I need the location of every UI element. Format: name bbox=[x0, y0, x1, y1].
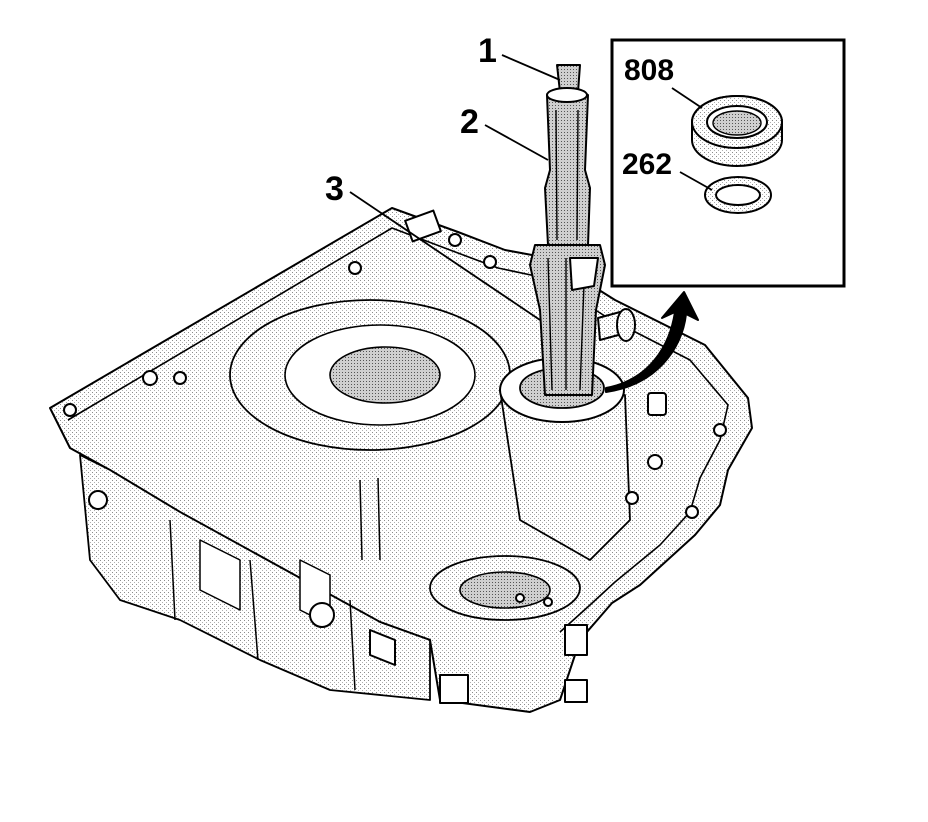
leader-line-262 bbox=[679, 171, 713, 191]
callout-808: 808 bbox=[624, 54, 674, 87]
bearing-808 bbox=[691, 95, 783, 167]
case-rib bbox=[199, 539, 241, 611]
leader-line-1 bbox=[501, 54, 561, 81]
callout-262: 262 bbox=[622, 148, 672, 181]
callout-2: 2 bbox=[460, 103, 479, 141]
bolt-hole bbox=[173, 371, 187, 385]
bolt-hole bbox=[515, 593, 525, 603]
seal-262-inner bbox=[715, 184, 761, 206]
tool-adapter-top bbox=[546, 87, 588, 103]
seal-262 bbox=[704, 176, 772, 214]
bolt-hole bbox=[483, 255, 497, 269]
removal-tool bbox=[529, 64, 699, 396]
case-rib bbox=[249, 559, 259, 661]
case-rib bbox=[377, 477, 381, 561]
leader-line-808 bbox=[671, 87, 703, 109]
leader-lines bbox=[349, 54, 561, 321]
tool-puller-jaw bbox=[569, 257, 599, 291]
tool-adapter bbox=[544, 94, 591, 246]
bolt-hole bbox=[543, 597, 553, 607]
bolt-hole bbox=[348, 261, 362, 275]
case-boss bbox=[309, 602, 335, 628]
tool-adapter-detail bbox=[555, 109, 579, 241]
detail-inset: 808 262 bbox=[610, 38, 846, 288]
case-flange-inner bbox=[67, 227, 729, 633]
bolt-hole bbox=[88, 490, 108, 510]
leader-line-2 bbox=[484, 124, 549, 161]
bolt-hole bbox=[625, 491, 639, 505]
bearing-808-rollers bbox=[712, 110, 762, 136]
case-rib bbox=[349, 599, 356, 691]
callout-1: 1 bbox=[478, 32, 497, 70]
case-boss bbox=[439, 674, 469, 704]
bolt-hole bbox=[647, 454, 663, 470]
case-boss bbox=[564, 679, 588, 703]
case-main-bore-inner bbox=[329, 346, 441, 404]
case-rib bbox=[359, 479, 363, 561]
bolt-hole bbox=[713, 423, 727, 437]
lower-seal-inner bbox=[459, 571, 551, 609]
case-boss bbox=[369, 629, 396, 666]
leader-line-3 bbox=[349, 191, 541, 321]
removal-arrow bbox=[605, 291, 699, 393]
case-boss bbox=[564, 624, 588, 656]
tool-thumb-screw-knob bbox=[616, 308, 636, 342]
callout-3: 3 bbox=[325, 170, 344, 208]
bolt-hole bbox=[63, 403, 77, 417]
case-boss bbox=[647, 392, 667, 416]
bolt-hole bbox=[448, 233, 462, 247]
bolt-hole bbox=[685, 505, 699, 519]
bolt-hole bbox=[142, 370, 158, 386]
case-rib bbox=[169, 519, 176, 621]
case-lower-body bbox=[79, 454, 431, 701]
